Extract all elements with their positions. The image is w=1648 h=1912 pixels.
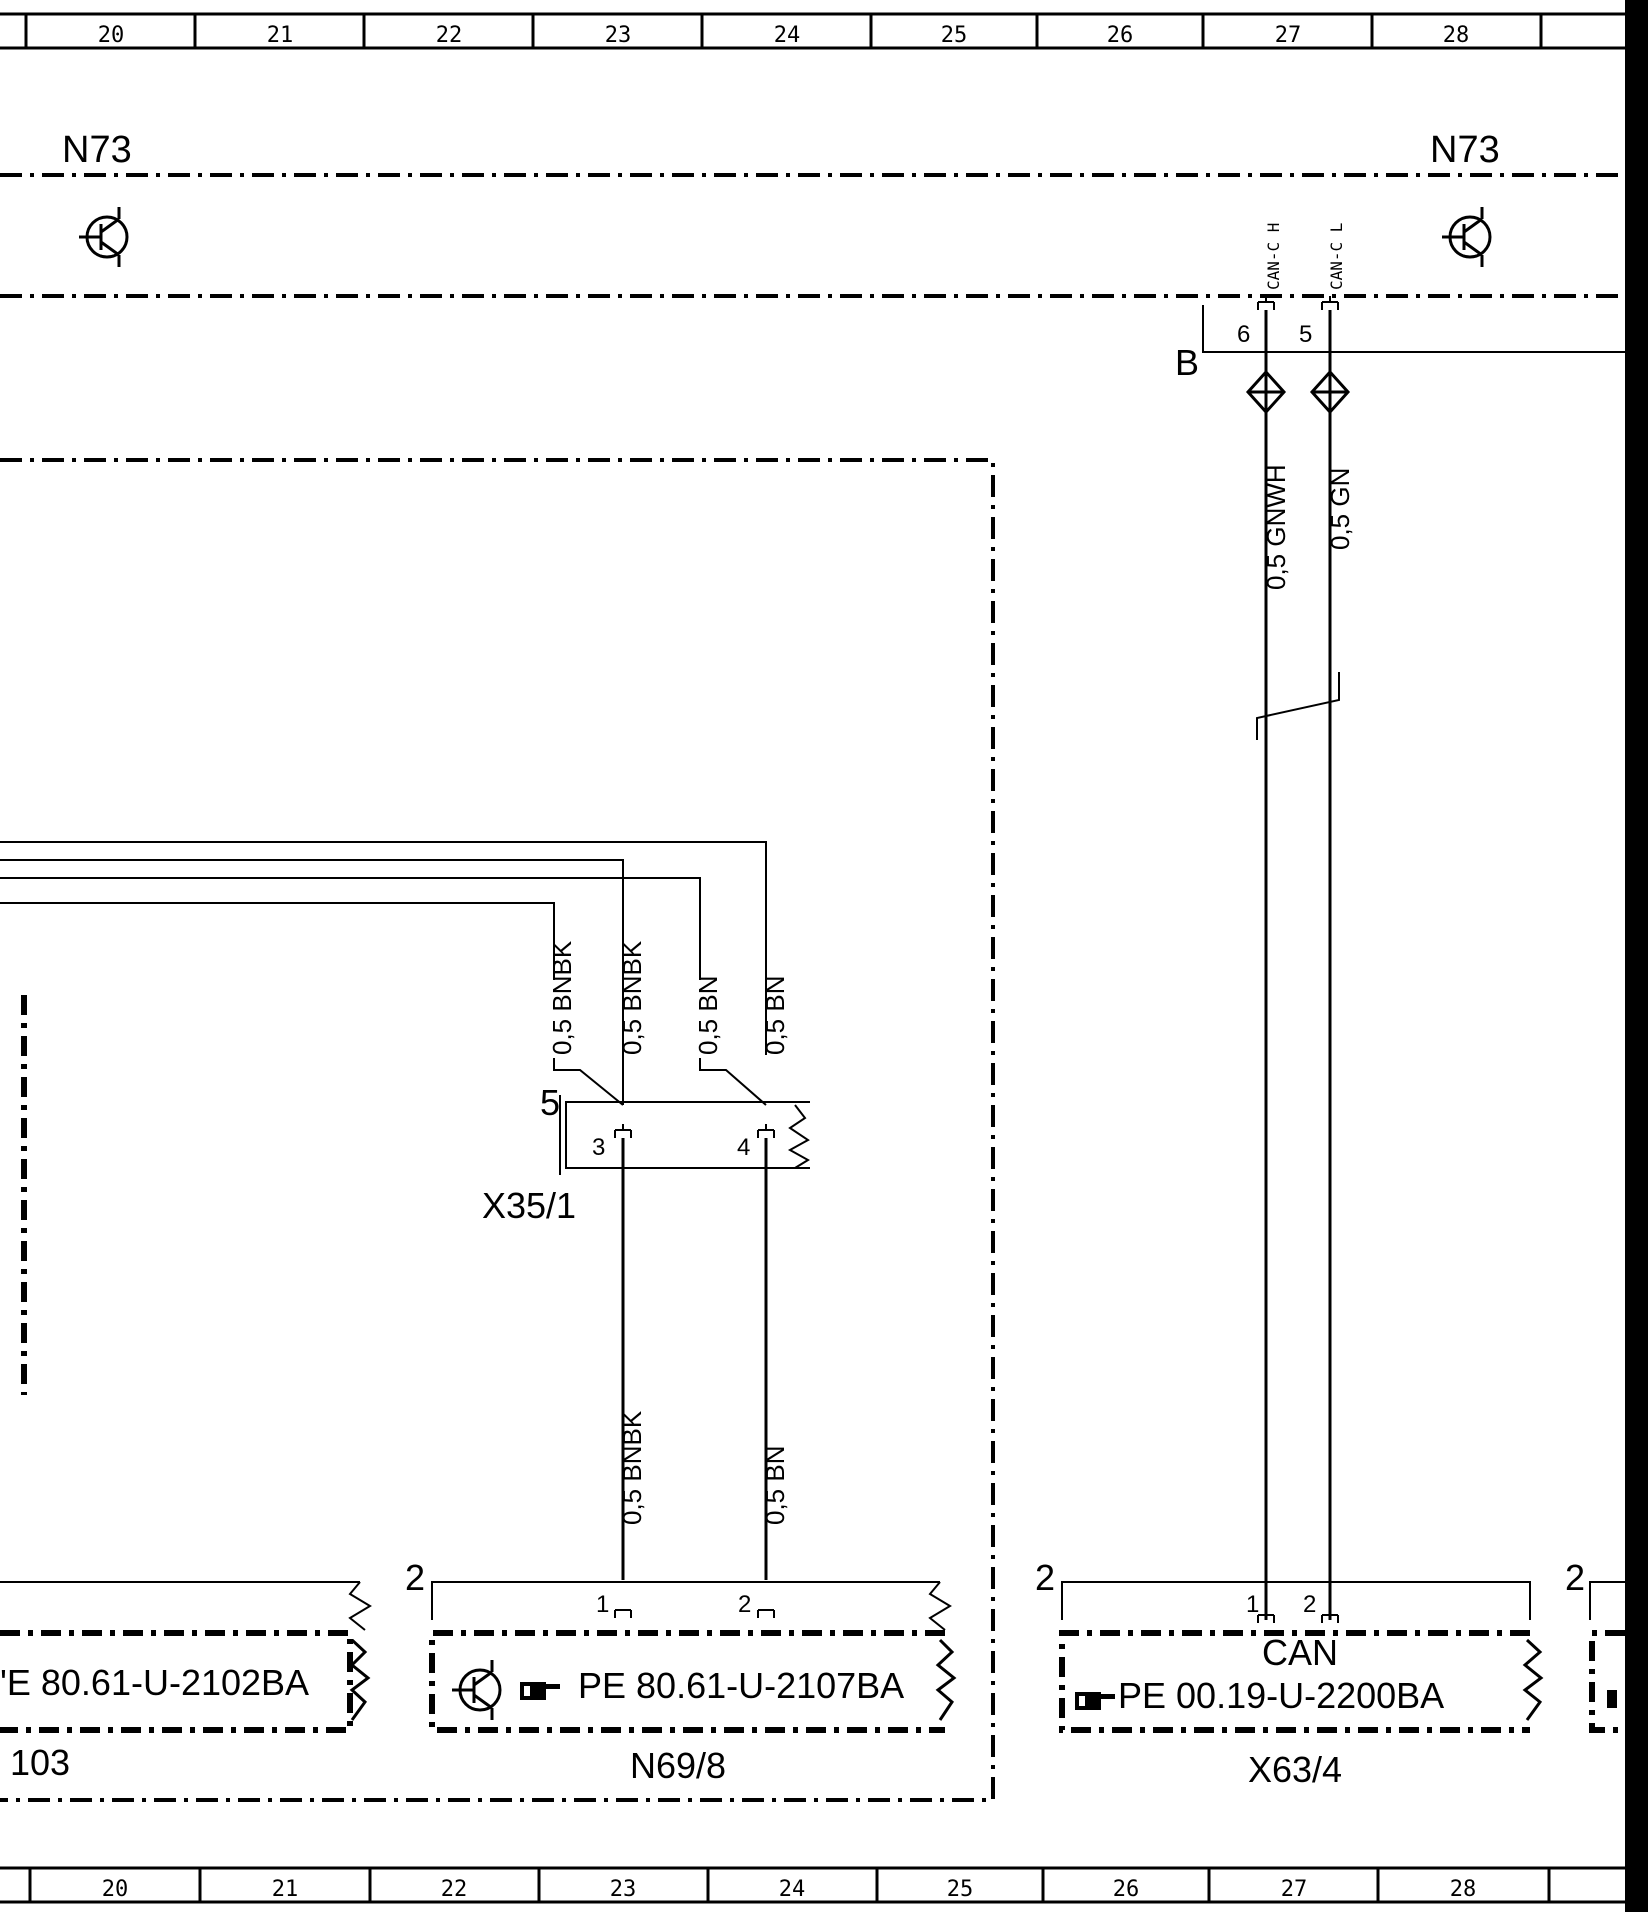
x63-pe-ref: PE 00.19-U-2200BA <box>1118 1675 1444 1716</box>
pointing-hand-icon <box>1607 1690 1617 1708</box>
pin5-signal-label: CAN-C L <box>1327 223 1346 290</box>
x63-frame-pin: 2 <box>1035 1557 1055 1598</box>
page-edge-bar <box>1625 0 1648 1912</box>
component-box-x63-4: 2 1 2 CAN PE 00.19-U-2200BA X63/4 <box>1035 1557 1544 1790</box>
box-103-name: 103 <box>10 1742 70 1783</box>
device-enclosure <box>0 458 995 1802</box>
n73-module-band: N73 N73 CAN-C H CAN-C L <box>0 129 1625 298</box>
grid-label-bottom-7: 26 <box>1113 1877 1140 1902</box>
grid-label-top-2: 21 <box>267 23 294 48</box>
n73-right-label: N73 <box>1430 129 1500 171</box>
component-box-103: 'E 80.61-U-2102BA 103 <box>0 1581 372 1783</box>
x63-name: X63/4 <box>1248 1749 1342 1790</box>
x35-frame-pin: 5 <box>540 1082 560 1123</box>
grid-label-bottom-5: 24 <box>779 1877 806 1902</box>
pin6-signal-label: CAN-C H <box>1264 223 1283 290</box>
box-103-pe-ref: 'E 80.61-U-2102BA <box>0 1662 309 1703</box>
grid-label-bottom-2: 21 <box>272 1877 299 1902</box>
upper-wire-3-label: 0,5 BN <box>693 975 723 1055</box>
can-wire-left-label: 0,5 GNWH <box>1261 464 1291 590</box>
connector-b-label: B <box>1175 342 1199 383</box>
pin5-number: 5 <box>1299 321 1312 348</box>
upper-wire-bundle: 0,5 BNBK 0,5 BNBK 0,5 BN 0,5 BN <box>0 841 790 1106</box>
can-wire-right-label: 0,5 GN <box>1325 468 1355 550</box>
upper-wire-4-label: 0,5 BN <box>760 975 790 1055</box>
lower-wire-2-label: 0,5 BN <box>760 1445 790 1525</box>
twisted-pair-icon <box>1245 369 1351 415</box>
pin6-number: 6 <box>1237 321 1250 348</box>
connector-x35-1: 5 3 4 X35/1 <box>482 1082 810 1226</box>
transistor-icon <box>452 1660 502 1720</box>
pointing-hand-icon <box>1075 1692 1115 1710</box>
component-box-n69-8: 2 1 2 PE 80.61-U-2107BA N69/8 <box>405 1557 957 1786</box>
n69-frame-pin: 2 <box>405 1557 425 1598</box>
bottom-grid-ruler: 20 21 22 23 24 25 26 27 28 <box>0 1866 1625 1904</box>
transistor-icon <box>1442 207 1492 267</box>
x35-pin-left: 3 <box>592 1134 605 1161</box>
grid-label-bottom-9: 28 <box>1450 1877 1477 1902</box>
n69-pin2: 2 <box>738 1591 751 1618</box>
n69-pin1: 1 <box>596 1591 609 1618</box>
can-connector-b: B 6 5 <box>1175 296 1625 415</box>
grid-label-bottom-4: 23 <box>610 1877 637 1902</box>
x63-pin1: 1 <box>1246 1591 1259 1618</box>
grid-label-top-3: 22 <box>436 23 463 48</box>
x35-name: X35/1 <box>482 1185 576 1226</box>
grid-label-top-7: 26 <box>1107 23 1134 48</box>
x63-pin2: 2 <box>1303 1591 1316 1618</box>
n73-left-label: N73 <box>62 129 132 171</box>
n69-pe-ref: PE 80.61-U-2107BA <box>578 1665 904 1706</box>
transistor-icon <box>79 207 129 267</box>
upper-wire-1-label: 0,5 BNBK <box>547 940 577 1055</box>
n69-name: N69/8 <box>630 1745 726 1786</box>
upper-wire-2-label: 0,5 BNBK <box>617 940 647 1055</box>
grid-label-top-4: 23 <box>605 23 632 48</box>
grid-label-top-9: 28 <box>1443 23 1470 48</box>
can-wires: 0,5 GNWH 0,5 GN <box>1256 310 1355 1620</box>
grid-label-top-6: 25 <box>941 23 968 48</box>
component-box-partial-right: 2 <box>1565 1557 1625 1733</box>
lower-wires: 0,5 BNBK 0,5 BN <box>617 1138 790 1580</box>
grid-label-top-8: 27 <box>1275 23 1302 48</box>
grid-label-bottom-6: 25 <box>947 1877 974 1902</box>
grid-label-bottom-1: 20 <box>102 1877 129 1902</box>
grid-label-bottom-8: 27 <box>1281 1877 1308 1902</box>
top-grid-ruler: 20 21 22 23 24 25 26 27 28 <box>0 12 1625 50</box>
lower-wire-1-label: 0,5 BNBK <box>617 1410 647 1525</box>
pointing-hand-icon <box>520 1682 560 1700</box>
grid-label-bottom-3: 22 <box>441 1877 468 1902</box>
grid-label-top-1: 20 <box>98 23 125 48</box>
grid-label-top-5: 24 <box>774 23 801 48</box>
far-right-frame-pin: 2 <box>1565 1557 1585 1598</box>
x35-pin-right: 4 <box>737 1134 750 1161</box>
x63-bus-label: CAN <box>1262 1632 1338 1673</box>
